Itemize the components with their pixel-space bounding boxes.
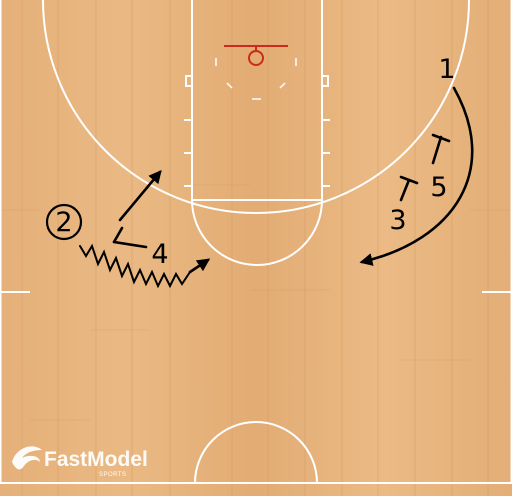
three-point-arc: [42, 0, 470, 214]
free-throw-lane: [191, 0, 323, 201]
player-4-label: 4: [151, 239, 168, 270]
basket: [224, 45, 288, 66]
cut-path-player-2: [118, 170, 162, 222]
fastmodel-logo: FastModel SPORTS: [12, 446, 148, 478]
dribble-arrow: [188, 258, 211, 274]
players: 1 2 3 4 5: [45, 54, 456, 270]
center-circle: [194, 421, 318, 484]
play-actions: [79, 86, 474, 289]
screen-player-4: [112, 226, 148, 249]
lane-hash-marks: [184, 75, 330, 187]
player-5-label: 5: [430, 172, 447, 203]
restricted-area-dashes: [215, 58, 297, 100]
cut-path-player-1: [359, 86, 474, 266]
fastmodel-brand: FastModel: [44, 448, 148, 471]
free-throw-circle: [191, 199, 323, 266]
player-3-label: 3: [389, 205, 406, 236]
screen-player-5: [431, 133, 451, 165]
player-2-label: 2: [55, 207, 72, 238]
fastmodel-sub: SPORTS: [99, 472, 127, 478]
fastmodel-logo-icon: [12, 446, 42, 470]
ball-handler-circle: [45, 203, 83, 241]
screen-player-3: [399, 175, 419, 202]
rim: [248, 50, 264, 66]
dribble-path-player-2: [79, 243, 191, 289]
player-1-label: 1: [438, 54, 455, 85]
